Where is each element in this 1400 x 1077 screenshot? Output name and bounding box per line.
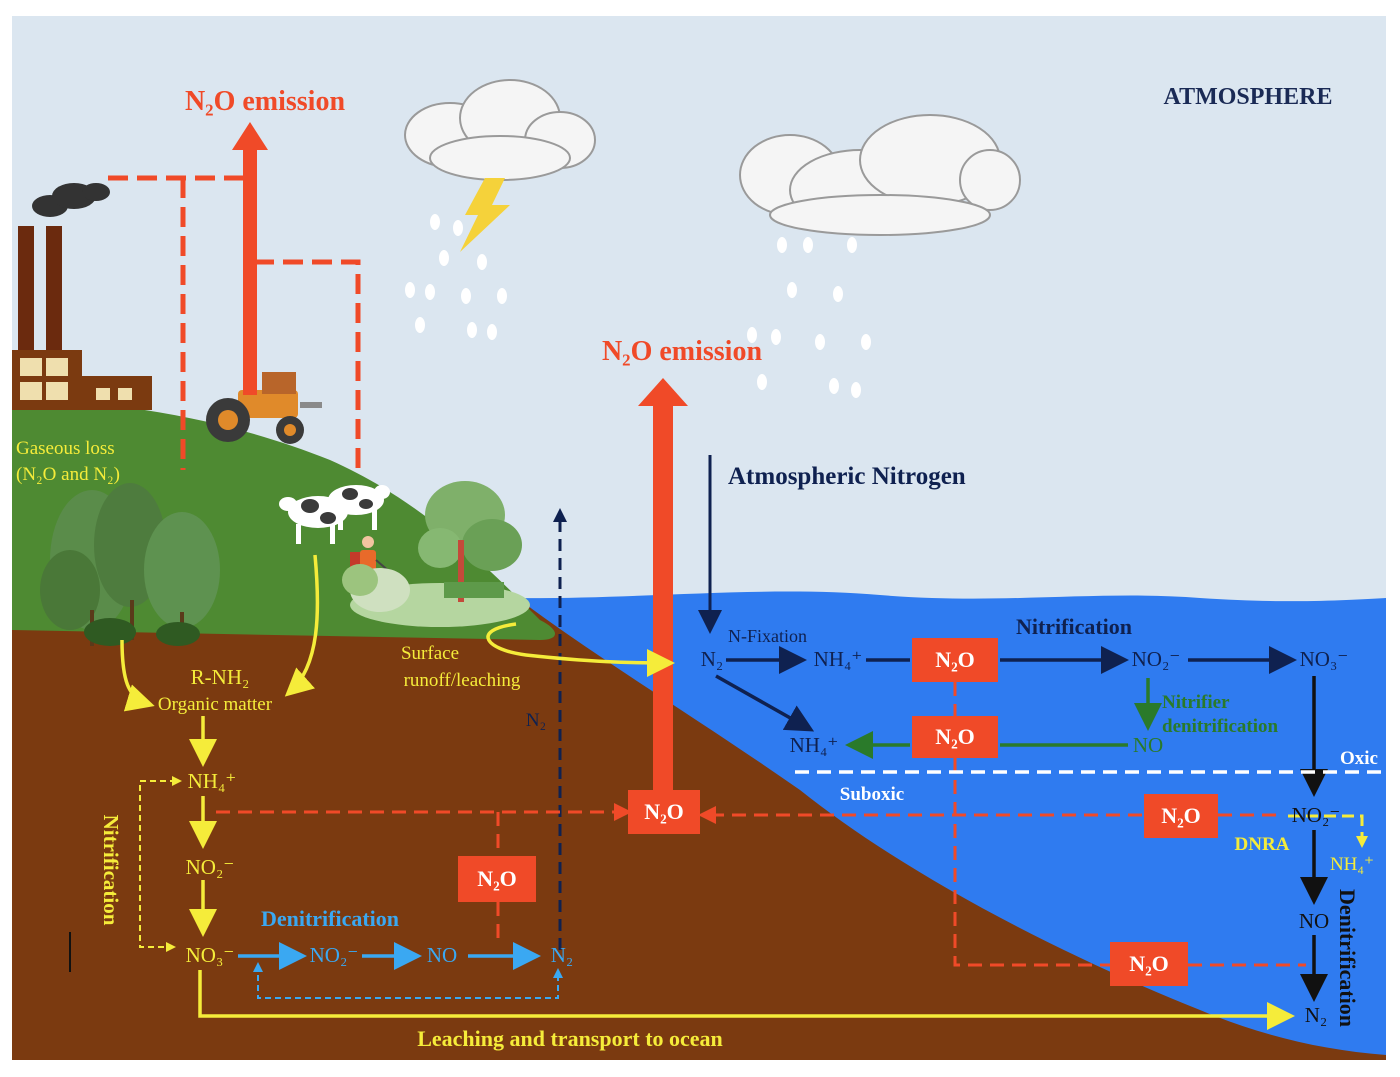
ocean-nh4-dnra: NH₄⁺: [1330, 854, 1374, 875]
nitrification-ocean-label: Nitrification: [1016, 614, 1132, 639]
ocean-no-right: NO: [1299, 909, 1329, 933]
red-dashed-connectors: [216, 682, 1306, 967]
left-emission-arrows: [108, 122, 361, 470]
soil-nh4: NH₄⁺: [188, 769, 237, 793]
n2o-box-center: N₂O: [628, 790, 700, 834]
soil-denitrification-loop: [253, 962, 563, 999]
cloud-icon: [404, 79, 596, 181]
lightning-icon: [460, 178, 510, 252]
n2o-box-ocean-right-label: N₂O: [1161, 803, 1201, 828]
n2o-emission-center-label: N₂O emission: [602, 336, 762, 367]
ocean-no2-right: NO₂⁻: [1292, 803, 1341, 827]
dashed-n2-arrow: [553, 508, 567, 950]
ocean-no2-top: NO₂⁻: [1132, 647, 1181, 671]
cloud-icon: [739, 114, 1021, 236]
factory-icon: [12, 183, 152, 410]
raindrops: [405, 214, 871, 398]
soil-no2: NO₂⁻: [186, 855, 235, 879]
ocean-nh4-top: NH₄⁺: [814, 647, 863, 671]
soil-den-no: NO: [427, 943, 457, 967]
denitrification-ocean-label: Denitrification: [1335, 889, 1360, 1027]
n-fixation-label: N-Fixation: [728, 626, 807, 646]
n2o-box-ocean-bottom-label: N₂O: [1129, 951, 1169, 976]
n2o-box-ocean-mid-label: N₂O: [935, 724, 975, 749]
n2o-box-ocean-bottom: N₂O: [1110, 942, 1188, 986]
n2-dashed-label: N₂: [526, 710, 546, 731]
soil-den-n2: N₂: [551, 943, 574, 967]
surface-runoff-label: Surface: [401, 643, 459, 664]
r-nh2-label: R-NH₂: [191, 665, 250, 689]
surface-runoff-sub-label: runoff/leaching: [404, 670, 521, 691]
ocean-nh4-mid: NH₄⁺: [790, 733, 839, 757]
trees-left: [40, 483, 220, 646]
gaseous-loss-label: Gaseous loss: [16, 438, 115, 459]
atmospheric-nitrogen-label: Atmospheric Nitrogen: [728, 463, 966, 490]
center-emission-arrow: [638, 378, 688, 790]
nitrifier-denitrification-arrows: [845, 678, 1162, 759]
ocean-no3-top: NO₃⁻: [1300, 647, 1349, 671]
dnra-arrow: [1288, 814, 1368, 848]
gaseous-loss-sub-label: (N₂O and N₂): [16, 464, 120, 485]
atmosphere-label: ATMOSPHERE: [1164, 84, 1333, 110]
trees-right: [342, 481, 530, 627]
denitrification-soil-label: Denitrification: [261, 906, 399, 931]
soil-no3: NO₃⁻: [186, 943, 235, 967]
ocean-n2: N₂: [701, 647, 724, 671]
nitrification-soil-label: Nitrification: [99, 815, 123, 926]
n2o-box-soil: N₂O: [458, 856, 536, 902]
n2o-box-center-label: N₂O: [644, 799, 684, 824]
cow-icon: [279, 485, 390, 544]
oxic-label: Oxic: [1340, 748, 1378, 769]
dnra-label: DNRA: [1235, 834, 1290, 855]
soil-den-no2: NO₂⁻: [310, 943, 359, 967]
n2o-box-ocean-top: N₂O: [912, 638, 998, 682]
n2o-emission-left-label: N₂O emission: [185, 86, 345, 117]
nitrifier-denitrification-label: denitrification: [1162, 716, 1279, 737]
n2o-box-ocean-top-label: N₂O: [935, 647, 975, 672]
n2o-box-ocean-mid: N₂O: [912, 716, 998, 758]
ocean-nitrification-arrows: [715, 646, 1297, 732]
organic-matter-label: Organic matter: [158, 694, 273, 715]
n2o-box-soil-label: N₂O: [477, 866, 517, 891]
tractor-icon: [206, 372, 322, 444]
leaching-label: Leaching and transport to ocean: [417, 1026, 723, 1051]
ocean-n2-bottom: N₂: [1305, 1003, 1328, 1027]
nitrifier-label: Nitrifier: [1162, 692, 1230, 713]
yellow-pathways: [120, 554, 1295, 1030]
nitrification-loop: [139, 776, 182, 952]
ocean-no-mid: NO: [1133, 733, 1163, 757]
suboxic-label: Suboxic: [840, 784, 904, 805]
n2o-box-ocean-right: N₂O: [1144, 794, 1218, 838]
